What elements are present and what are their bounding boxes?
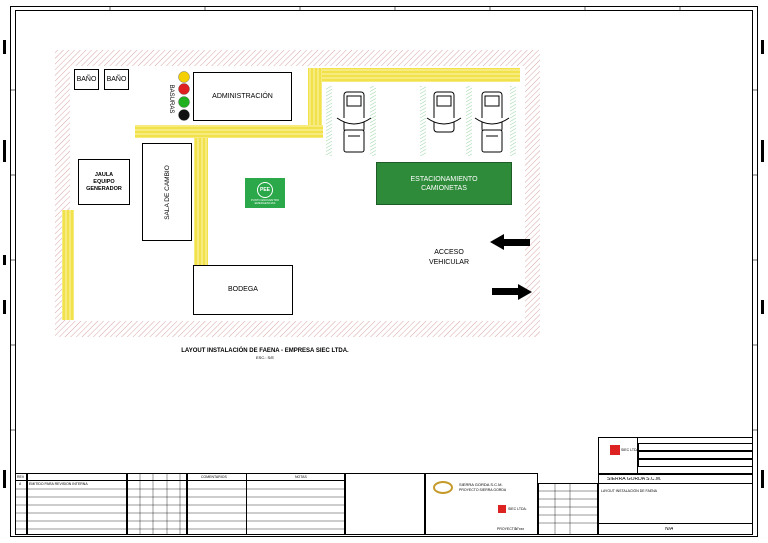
- walkway-vertical: [194, 138, 208, 266]
- bodega-building: BODEGA: [193, 265, 293, 315]
- client-name: SIERRA GORDA S.C.M.: [459, 483, 503, 487]
- arrow-right-icon: [492, 284, 532, 300]
- bodega-label: BODEGA: [228, 286, 258, 293]
- walkway-right-stub: [308, 68, 322, 138]
- pee-title: PEE: [257, 182, 273, 198]
- project-number: N°xxx: [515, 527, 525, 531]
- revision-letter: A: [19, 482, 22, 486]
- pee-sign: PEE PUNTO ENCUENTRO EMERGENCIAS: [245, 178, 285, 208]
- acceso-label: ACCESO VEHICULAR: [428, 249, 470, 266]
- stall-line-4: [466, 86, 472, 156]
- arrow-left-icon: [490, 234, 530, 250]
- drawing-frame: [10, 6, 758, 537]
- company-logo-icon-2: [498, 505, 506, 513]
- signature-grid: [538, 483, 598, 535]
- title-block: SIEC LTDA. REV A EMITIDO PARA REVISION I…: [15, 437, 753, 535]
- walkway-mid: [135, 125, 323, 138]
- notes-header: NOTAS: [295, 475, 307, 479]
- scale-value: N/A: [665, 527, 674, 531]
- revision-grid: [15, 473, 345, 535]
- bin-red-icon: [178, 83, 190, 95]
- waste-bins: [178, 71, 190, 121]
- basuras-label: BASURAS: [168, 84, 174, 114]
- project-label: PROYECTO: [497, 527, 517, 531]
- sheet-owner: SIERRA GORDA S.C.M.: [607, 477, 662, 481]
- pickup-truck-icon: [474, 91, 510, 153]
- jaula-label: JAULA EQUIPO GENERADOR: [86, 171, 122, 192]
- jaula-generador: JAULA EQUIPO GENERADOR: [78, 159, 130, 205]
- bano-label-1: BAÑO: [76, 75, 97, 83]
- layout-scale: ESC.: S/E: [255, 355, 274, 360]
- company-logo-icon: [610, 445, 620, 455]
- approval-header: COMENTARIOS: [201, 475, 227, 479]
- sala-cambio-building: SALA DE CAMBIO: [142, 143, 192, 241]
- stall-line-2: [370, 86, 376, 156]
- administracion-label: ADMINISTRACIÓN: [212, 92, 273, 100]
- drawing-title: LAYOUT INSTALACIÓN DE FAENA: [601, 489, 658, 493]
- walkway-left: [62, 210, 74, 320]
- estacionamiento-block: ESTACIONAMIENTO CAMIONETAS: [376, 162, 512, 205]
- bin-black-icon: [178, 109, 190, 121]
- client-subtitle: PROYECTO SIERRA GORDA: [459, 488, 507, 492]
- layout-title: LAYOUT INSTALACIÓN DE FAENA - EMPRESA SI…: [181, 348, 349, 354]
- pickup-truck-icon: [336, 91, 372, 153]
- bin-green-icon: [178, 96, 190, 108]
- revision-header: REV: [17, 475, 25, 479]
- stall-line-3: [420, 86, 426, 156]
- bano-room-1: BAÑO: [74, 69, 99, 90]
- estacionamiento-label: ESTACIONAMIENTO CAMIONETAS: [410, 175, 478, 192]
- bano-label-2: BAÑO: [106, 75, 127, 83]
- company-name: SIEC LTDA.: [508, 507, 527, 511]
- pee-subtitle: PUNTO ENCUENTRO EMERGENCIAS: [250, 198, 280, 205]
- pickup-truck-icon: [426, 91, 462, 133]
- administracion-building: ADMINISTRACIÓN: [193, 72, 292, 121]
- walkway-top: [308, 68, 520, 82]
- bin-yellow-icon: [178, 71, 190, 83]
- bano-room-2: BAÑO: [104, 69, 129, 90]
- sala-cambio-label: SALA DE CAMBIO: [163, 164, 171, 220]
- access-arrows: [490, 234, 532, 300]
- revision-description: EMITIDO PARA REVISION INTERNA: [29, 482, 88, 486]
- client-logo-icon: [433, 481, 453, 494]
- company-name-small: SIEC LTDA.: [621, 448, 640, 452]
- stall-line-1: [326, 86, 332, 156]
- stall-line-5: [510, 86, 516, 156]
